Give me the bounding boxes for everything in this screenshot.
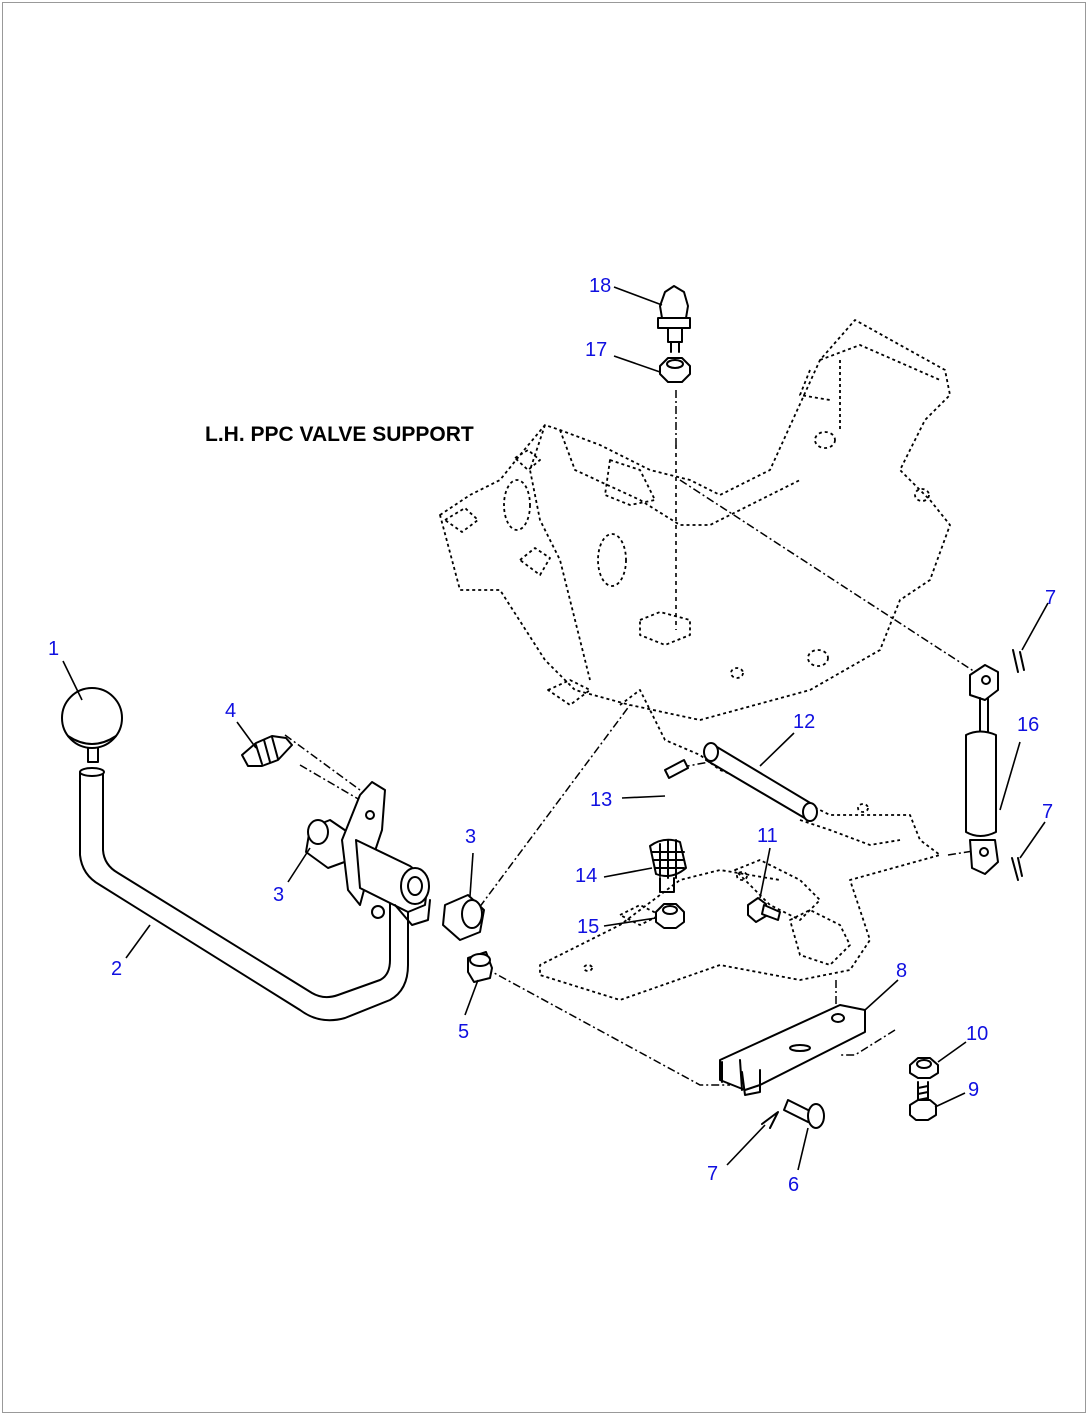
part-7-clip-right — [1011, 857, 1023, 881]
callout-3-left: 3 — [273, 884, 284, 906]
callout-1: 1 — [48, 638, 59, 660]
part-16-gas-spring — [965, 664, 999, 875]
part-1-knob — [61, 687, 123, 763]
part-4-spring — [241, 735, 293, 767]
callout-16: 16 — [1017, 714, 1039, 736]
part-3-bushing-right — [442, 894, 485, 941]
leader-lines — [62, 286, 1049, 1171]
callout-4: 4 — [225, 700, 236, 722]
callout-11: 11 — [757, 825, 778, 847]
part-6-pin — [783, 1099, 825, 1129]
callout-15: 15 — [577, 916, 599, 938]
part-7-clip-bottom — [761, 1111, 779, 1129]
part-10-nut — [909, 1057, 939, 1079]
callout-17: 17 — [585, 339, 607, 361]
callout-6: 6 — [788, 1174, 799, 1196]
callout-3-right: 3 — [465, 826, 476, 848]
callout-9: 9 — [968, 1079, 979, 1101]
callout-12: 12 — [793, 711, 815, 733]
lever-bracket — [341, 781, 431, 926]
callout-labels: 1 2 3 3 4 5 6 7 7 7 8 9 10 11 12 13 14 1… — [48, 275, 1056, 1196]
ppc-valve-support-frame — [439, 319, 951, 1001]
part-2-lever — [79, 767, 409, 1022]
callout-13: 13 — [590, 789, 612, 811]
part-12-pin — [703, 742, 818, 822]
callout-18: 18 — [589, 275, 611, 297]
part-17-nut — [659, 357, 691, 383]
part-5-collar — [467, 951, 493, 983]
part-15-nut — [655, 903, 685, 929]
part-11-bolt — [747, 897, 781, 923]
part-9-bolt — [909, 1081, 937, 1121]
part-13-roll-pin — [664, 759, 689, 779]
callout-10: 10 — [966, 1023, 988, 1045]
callout-7-right: 7 — [1042, 801, 1053, 823]
part-7-clip-top — [1012, 649, 1025, 673]
callout-5: 5 — [458, 1021, 469, 1043]
callout-8: 8 — [896, 960, 907, 982]
callout-14: 14 — [575, 865, 597, 887]
callout-7-bottom: 7 — [707, 1163, 718, 1185]
assembly-centerlines — [284, 390, 981, 1086]
callout-2: 2 — [111, 958, 122, 980]
part-8-link — [719, 1004, 866, 1096]
part-14-knob — [649, 838, 687, 893]
part-18-bolt — [657, 285, 691, 353]
callout-7-top: 7 — [1045, 587, 1056, 609]
diagram-title: L.H. PPC VALVE SUPPORT — [205, 423, 474, 446]
